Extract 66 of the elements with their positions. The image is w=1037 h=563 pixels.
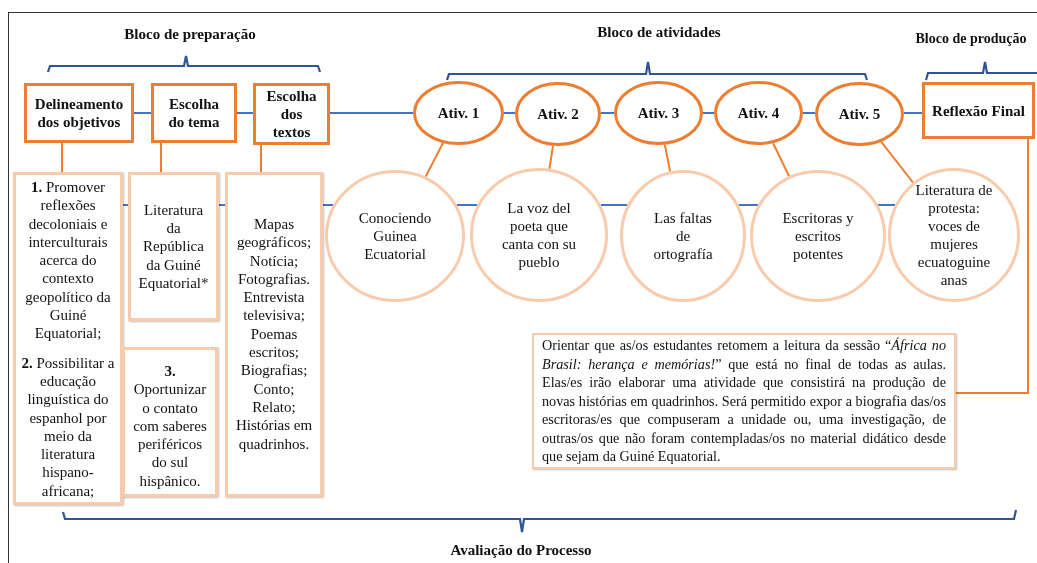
step-box <box>151 83 237 143</box>
topic-circle <box>750 170 886 302</box>
connector-line <box>737 204 759 206</box>
box-title: Ativ. 5 <box>838 105 881 123</box>
box-text: La voz del poeta que canta con su pueblo <box>500 199 578 271</box>
box-title: Escolha dos textos <box>266 87 317 141</box>
connector-line <box>702 112 715 114</box>
connector-line <box>877 204 896 206</box>
connector-line <box>503 112 516 114</box>
box-title: Delineamento dos objetivos <box>33 95 125 131</box>
box-title: Reflexão Final <box>932 101 1025 120</box>
connector-line <box>455 204 479 206</box>
connector-line <box>218 204 226 206</box>
objective-box <box>122 347 218 497</box>
box-title: Escolha do tema <box>167 95 221 131</box>
box-text: Escritoras y escritos potentes <box>781 209 855 263</box>
connector-line <box>160 142 162 173</box>
step-box <box>253 83 330 145</box>
connector-line <box>802 112 816 114</box>
block-heading: Bloco de atividades <box>597 24 721 41</box>
connector-line <box>329 112 414 114</box>
content-box <box>225 172 323 497</box>
topic-circle <box>470 168 608 302</box>
connector-line <box>880 140 914 184</box>
box-text: 3. Oportunizar o contato com saberes periféricos do sul hispânico. <box>132 362 208 491</box>
box-text: 1. Promover reflexões decoloniais e interculturais acerca do contexto geopolítico da Guiné Equatorial; <box>24 178 112 343</box>
activity-ellipse <box>413 81 504 145</box>
box-title: Ativ. 3 <box>637 104 680 122</box>
box-title: Ativ. 2 <box>537 105 579 123</box>
connector-line <box>236 112 254 114</box>
box-text: Las faltas de ortografía <box>652 209 714 263</box>
connector-line <box>772 142 791 178</box>
topic-circle <box>620 170 746 302</box>
block-heading: Bloco de preparação <box>124 26 256 43</box>
topic-circle <box>888 168 1020 302</box>
connector-line <box>599 204 629 206</box>
box-text: Literatura de protesta: voces de mujeres ecuatoguine anas <box>914 181 994 289</box>
objective-box <box>13 172 123 505</box>
box-text: 2. Possibilitar a educação linguística do espanhol por meio da literatura hispano-africana; <box>20 353 116 500</box>
block-heading: Bloco de produção <box>915 31 1027 47</box>
connector-line <box>663 143 672 173</box>
connector-line <box>133 112 152 114</box>
box-text: Mapas geográficos; Notícia; Fotografias. Entrevista televisiva; Poemas escritos; Biografias; Conto; Relato; Histórias em quadrinhos. <box>234 215 314 453</box>
connector-line <box>600 112 615 114</box>
connector-line <box>260 144 262 173</box>
activity-ellipse <box>515 82 601 146</box>
activity-ellipse <box>714 81 803 145</box>
step-box <box>922 82 1035 139</box>
connector-line <box>322 204 335 206</box>
connector-line <box>548 144 554 170</box>
box-text: Literatura da República da Guiné Equatorial* <box>138 200 209 293</box>
block-heading: Avaliação do Processo <box>450 542 592 559</box>
connector-line <box>955 138 1029 394</box>
step-box <box>24 83 134 143</box>
connector-line <box>903 112 923 114</box>
content-box <box>128 172 219 321</box>
connector-line <box>424 142 444 178</box>
box-text: Conociendo Guinea Ecuatorial <box>357 209 433 263</box>
box-text: Orientar que as/os estudantes retomem a leitura da sessão “África no Brasil: herança e memórias!” que está no final de todas as aulas. Elas/es irão elaborar uma atividade que consistirá na produção de novas histórias em quadrinhos. Será permitido expor a biografia das/os escritoras/es que compuseram a unidade ou, uma investigação, de outras/os que não foram contempladas/os no material didático desde que sejam da Guiné Equatorial. <box>542 336 946 466</box>
activity-ellipse <box>614 81 703 145</box>
connector-line <box>61 142 63 173</box>
connector-line <box>122 204 129 206</box>
activity-ellipse <box>815 82 904 146</box>
box-title: Ativ. 1 <box>437 104 480 122</box>
box-title: Ativ. 4 <box>737 104 780 122</box>
topic-circle <box>325 170 465 302</box>
